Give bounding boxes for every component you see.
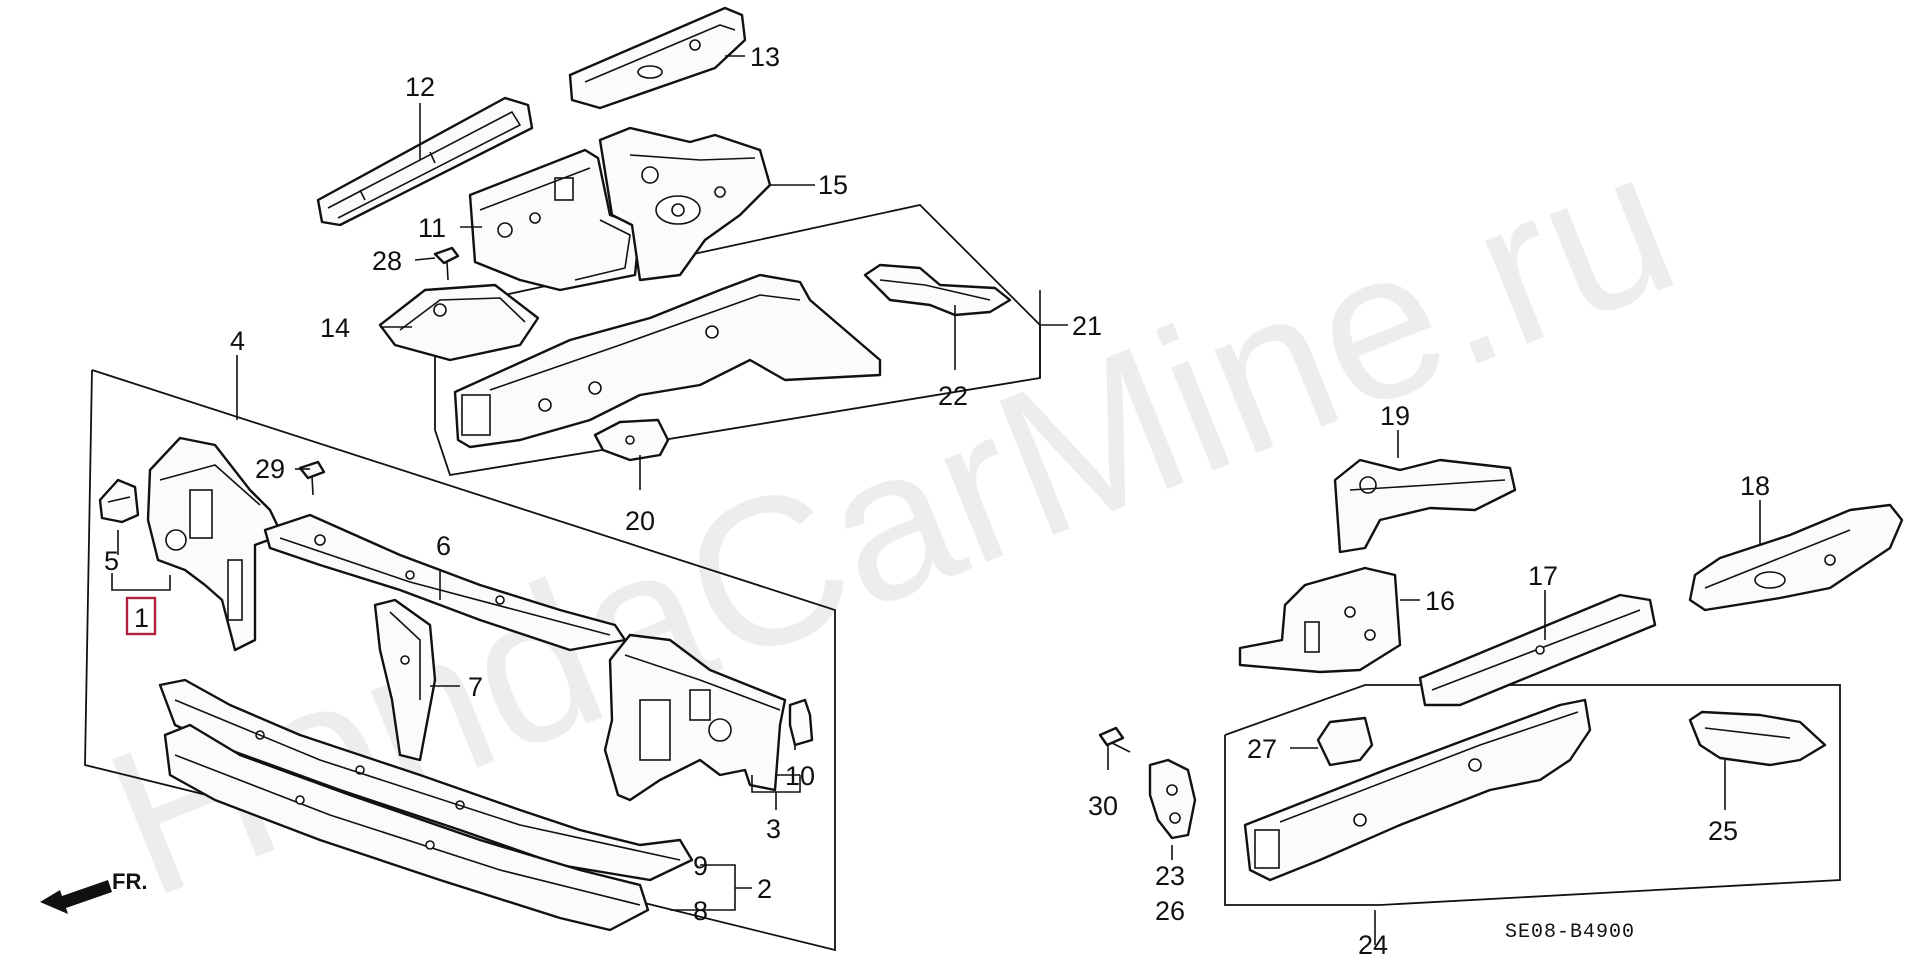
callout-29[interactable]: 29 (255, 454, 285, 484)
part-3-side-panel[interactable] (603, 633, 787, 802)
part-30-bolt[interactable] (1098, 726, 1131, 753)
callout-26[interactable]: 26 (1155, 896, 1185, 926)
callout-6[interactable]: 6 (436, 531, 451, 561)
part-22-bracket[interactable] (863, 263, 1012, 317)
part-27-bracket[interactable] (1316, 716, 1374, 767)
callout-17[interactable]: 17 (1528, 561, 1558, 591)
callout-labels: 12 13 15 11 28 14 21 22 20 4 29 5 1 6 7 … (104, 42, 1770, 960)
callout-25[interactable]: 25 (1708, 816, 1738, 846)
diagram-code: SE08-B4900 (1505, 921, 1635, 944)
part-14-tray[interactable] (378, 283, 540, 362)
callout-5[interactable]: 5 (104, 546, 119, 576)
callout-18[interactable]: 18 (1740, 471, 1770, 501)
part-11-inner-panel[interactable] (468, 148, 642, 292)
callout-20[interactable]: 20 (625, 506, 655, 536)
part-16-panel[interactable] (1238, 566, 1402, 674)
part-29-bolt[interactable] (298, 460, 326, 496)
callout-21[interactable]: 21 (1072, 311, 1102, 341)
part-12-crossmember[interactable] (316, 96, 534, 227)
callout-14[interactable]: 14 (320, 313, 350, 343)
part-25-bracket[interactable] (1688, 710, 1827, 767)
part-1-side-panel[interactable] (146, 436, 284, 652)
callout-13[interactable]: 13 (750, 42, 780, 72)
callout-1-highlight (125, 596, 157, 636)
part-19-bracket[interactable] (1333, 458, 1517, 554)
group-box-24 (1224, 684, 1841, 906)
callout-11[interactable]: 11 (418, 213, 446, 243)
part-18-panel[interactable] (1688, 503, 1904, 612)
frame-rail-lower[interactable] (1243, 698, 1592, 882)
callout-22[interactable]: 22 (938, 381, 968, 411)
part-10-bracket[interactable] (788, 698, 814, 747)
part-9-lower-crossmember[interactable] (158, 678, 694, 882)
front-arrow-icon (40, 880, 112, 914)
front-arrow-label: FR. (112, 869, 147, 894)
part-17-rail[interactable] (1418, 593, 1657, 707)
callout-7[interactable]: 7 (468, 672, 483, 702)
front-direction-indicator: FR. (40, 869, 147, 914)
part-8-bumper-beam[interactable] (163, 723, 650, 932)
callout-9[interactable]: 9 (693, 851, 708, 881)
callout-23[interactable]: 23 (1155, 861, 1185, 891)
callout-27[interactable]: 27 (1247, 734, 1277, 764)
callout-10[interactable]: 10 (785, 761, 815, 791)
frame-rail-upper[interactable] (453, 273, 882, 449)
part-5-bracket[interactable] (98, 478, 140, 524)
part-7-center-stay[interactable] (373, 598, 437, 762)
callout-30[interactable]: 30 (1088, 791, 1118, 821)
callout-16[interactable]: 16 (1425, 586, 1455, 616)
callout-4[interactable]: 4 (230, 326, 245, 356)
callout-24[interactable]: 24 (1358, 930, 1388, 960)
group-box-4 (84, 369, 836, 952)
part-23-plate[interactable] (1148, 758, 1197, 840)
callout-2[interactable]: 2 (757, 874, 772, 904)
callout-8[interactable]: 8 (693, 896, 708, 926)
part-15-shock-tower[interactable] (598, 126, 772, 282)
leader-lines (111, 55, 1761, 945)
callout-15[interactable]: 15 (818, 170, 848, 200)
callout-1[interactable]: 1 (134, 603, 149, 633)
callout-12[interactable]: 12 (405, 72, 435, 102)
part-13-bracket[interactable] (568, 6, 747, 110)
callout-28[interactable]: 28 (372, 246, 402, 276)
part-28-bolt[interactable] (433, 246, 460, 281)
callout-19[interactable]: 19 (1380, 401, 1410, 431)
callout-3[interactable]: 3 (766, 814, 781, 844)
part-20-bracket[interactable] (593, 418, 670, 462)
